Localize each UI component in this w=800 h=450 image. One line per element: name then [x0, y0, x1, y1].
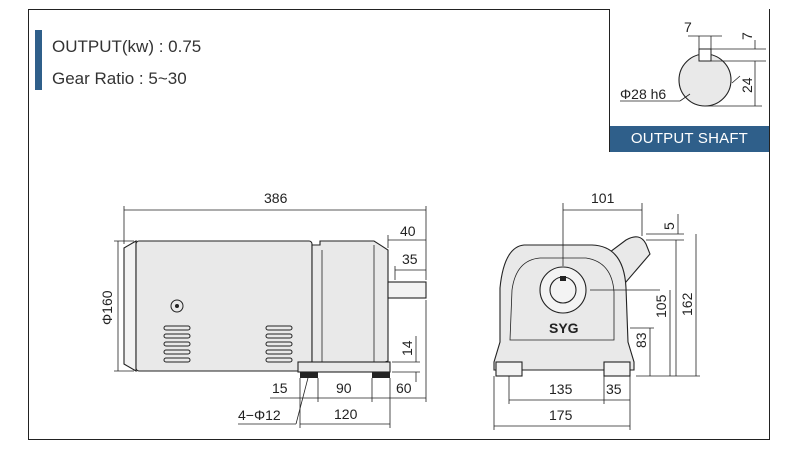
foot-width-label: 35 — [606, 381, 622, 397]
output-shaft-title: OUTPUT SHAFT — [610, 126, 769, 152]
shaft-keyway — [698, 48, 712, 62]
shaft-offset-label: 101 — [591, 190, 615, 206]
shaft-length-label: 40 — [400, 223, 416, 239]
vent-slots-right — [265, 325, 293, 363]
shaft-key-depth-label: 7 — [739, 32, 755, 40]
motor-end-cap — [123, 240, 137, 372]
output-spec: OUTPUT(kw) : 0.75 — [52, 37, 202, 56]
front-foot-left — [495, 361, 523, 377]
spec-accent-bar — [35, 30, 42, 90]
terminal-screw-icon — [170, 299, 184, 313]
foot-end-label: 60 — [396, 380, 412, 396]
foot-right — [372, 372, 390, 378]
shaft-key-width-label: 7 — [684, 19, 692, 35]
overall-length-label: 386 — [264, 190, 288, 206]
gearbox-base — [297, 361, 391, 373]
overall-height-label: 162 — [679, 292, 695, 316]
motor-body — [135, 240, 313, 372]
gearbox-housing — [311, 240, 389, 367]
front-view: SYG 101 5 105 162 83 135 35 175 — [493, 190, 700, 430]
shaft-diameter-label: Φ28 h6 — [620, 86, 666, 102]
foot-offset-label: 15 — [272, 380, 288, 396]
foot-span-label: 135 — [549, 381, 573, 397]
side-view: 386 40 35 Φ160 14 15 90 60 120 4−Φ — [99, 190, 427, 428]
shaft-detail: 7 7 24 Φ28 h6 — [620, 19, 766, 107]
center-height-label: 105 — [653, 294, 669, 318]
foot-outer-label: 120 — [334, 406, 358, 422]
key-length-label: 35 — [402, 251, 418, 267]
output-shaft-side — [387, 281, 427, 299]
base-height-label: 83 — [633, 332, 649, 348]
top-offset-label: 5 — [661, 222, 677, 230]
front-foot-right — [603, 361, 631, 377]
base-width-label: 175 — [549, 407, 573, 423]
shaft-height-label: 24 — [739, 77, 755, 93]
gear-ratio-spec: Gear Ratio : 5~30 — [52, 69, 187, 88]
vent-slots-left — [163, 325, 191, 363]
shaft-circle — [678, 53, 732, 107]
motor-diameter-label: Φ160 — [99, 290, 115, 325]
mount-holes-label: 4−Φ12 — [238, 407, 281, 423]
foot-inner-label: 90 — [336, 380, 352, 396]
base-thickness-label: 14 — [399, 340, 415, 356]
brand-logo: SYG — [549, 320, 579, 336]
drawing-frame — [28, 9, 770, 440]
